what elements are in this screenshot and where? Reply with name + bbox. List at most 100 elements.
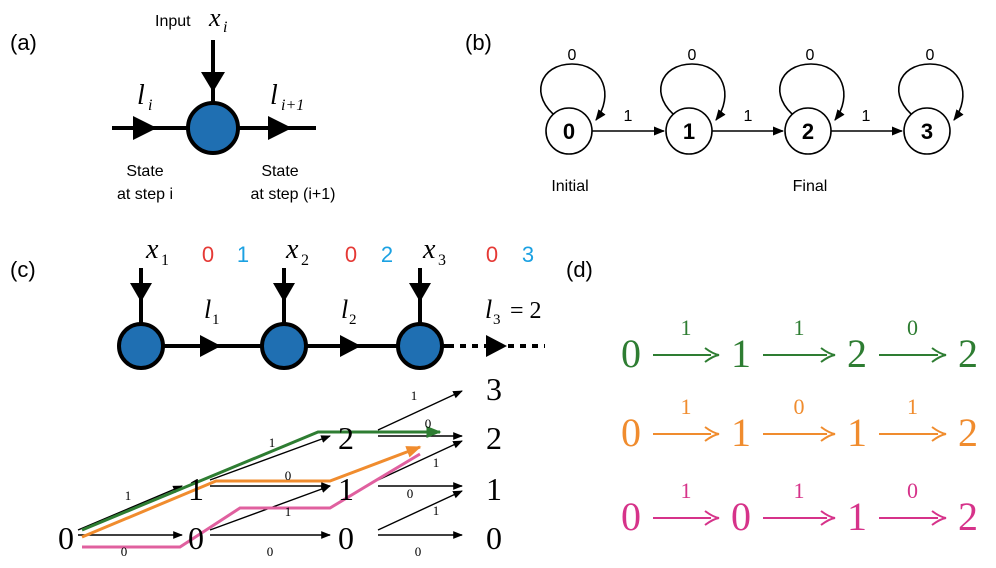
path-1-node-0: 0 [621,410,641,455]
input-x2-value-1: 2 [381,242,393,267]
edge-label-c2-one-mid: 1 [433,455,440,470]
edge-label-c0-zero: 0 [121,544,128,559]
state-2 [784,107,832,155]
state-l1-var: l [204,295,211,324]
path-green [81,426,442,532]
path-2-arrowhead-1 [820,510,836,526]
path-1-arrowhead-2 [931,426,947,442]
edge-label-c2-zero-top: 0 [425,416,432,431]
lattice-c2-0: 0 [338,520,354,556]
lattice-edge-labels: 1 0 1 0 1 0 1 0 1 0 1 0 [121,388,440,559]
self-loop-1 [660,63,726,121]
transition-label-2-3: 1 [862,108,871,125]
path-pink [82,452,421,549]
state-label-1: 1 [683,119,695,144]
path-0-arrowhead-0 [704,347,720,363]
path-2-node-3: 2 [958,494,978,539]
lattice-c2-2: 2 [338,420,354,456]
self-loop-3 [898,63,964,121]
chain-node-1 [117,322,165,370]
cell-node [186,101,240,155]
state-l1-sub: 1 [212,312,220,328]
path-1-node-1: 1 [731,410,751,455]
edge-label-c2-one-low: 1 [433,503,440,518]
path-2-edge-label-1: 1 [794,478,805,503]
edge-c0-0-c1-1 [77,485,183,531]
input-x3-var: x [422,234,436,265]
self-loop-label-1: 0 [688,47,697,64]
edge-c2-0-c3-1 [377,490,463,531]
panel-a: (a) Input x i l i l i+1 State at step i … [10,3,335,203]
input-arrowhead-3 [409,283,431,302]
panel-d-label: (d) [566,257,593,282]
lattice-c3-3: 3 [486,371,502,407]
path-2-node-0: 0 [621,494,641,539]
panel-c-label: (c) [10,257,36,282]
transition-label-1-2: 1 [744,108,753,125]
edge-label-c0-one: 1 [125,488,132,503]
state-1 [665,107,713,155]
path-1-arrowhead-0 [704,426,720,442]
input-x3-sub: 3 [438,252,446,269]
edge-c2-2-c3-3 [377,390,463,431]
right-caption-1: State [261,163,298,180]
panel-b-label: (b) [465,30,492,55]
path-2-edge-label-0: 1 [681,478,692,503]
input-arrowhead-2 [273,283,295,302]
input-x1-value-1: 1 [237,242,249,267]
panel-a-label: (a) [10,30,37,55]
state-l3-value: = 2 [510,298,542,324]
input-sub: i [223,19,227,36]
lattice-c1-1: 1 [188,471,204,507]
input-arrow-head [201,72,225,92]
chain-node-3 [396,322,444,370]
path-2-node-2: 1 [847,494,867,539]
path-2-edge-label-2: 0 [907,478,918,503]
path-0-edge-label-0: 1 [681,315,692,340]
path-1-edge-label-0: 1 [681,394,692,419]
chain-arrow-1 [200,335,221,357]
path-orange [81,445,422,539]
state-l2-sub: 2 [349,312,357,328]
edge-label-c1-zero-upper: 0 [285,468,292,483]
chain-arrow-3 [486,335,507,357]
lattice-c2-1: 1 [338,471,354,507]
left-caption-2: at step i [117,186,173,203]
edge-c2-1-c3-2 [377,440,463,481]
state-l3-sub: 3 [493,312,501,328]
path-0-node-0: 0 [621,331,641,376]
right-state-sub: i+1 [281,97,304,114]
self-loop-0 [540,63,606,121]
path-0-node-3: 2 [958,331,978,376]
state-3 [903,107,951,155]
path-1-node-2: 1 [847,410,867,455]
chain-node-2 [260,322,308,370]
left-state-sub: i [148,97,152,114]
self-loop-label-3: 0 [926,47,935,64]
lattice-c3-0: 0 [486,520,502,556]
path-1-edge-label-2: 1 [907,394,918,419]
lattice-c1-0: 0 [188,520,204,556]
input-x2-value-0: 0 [345,242,357,267]
lattice-c3-2: 2 [486,420,502,456]
path-0-node-1: 1 [731,331,751,376]
state-l3-var: l [485,295,492,324]
state-label-2: 2 [802,119,814,144]
lattice-nodes: 0 1 0 2 1 0 3 2 1 0 [58,371,502,556]
path-0-node-2: 2 [847,331,867,376]
path-2-arrowhead-2 [931,510,947,526]
input-x2-sub: 2 [301,252,309,269]
panel-c: (c) x 1 0 1 x 2 0 2 x 3 0 3 l 1 l 2 [10,234,545,559]
edge-label-c1-one-upper: 1 [269,435,276,450]
chain-arrow-2 [340,335,361,357]
state-label-0: 0 [563,119,575,144]
path-0-edge-label-2: 0 [907,315,918,340]
path-2-arrowhead-0 [704,510,720,526]
input-x1-var: x [145,234,159,265]
self-loop-label-0: 0 [568,47,577,64]
left-state-var: l [137,80,145,111]
left-caption-1: State [126,163,163,180]
input-x3-value-0: 0 [486,242,498,267]
input-var: x [208,3,221,32]
